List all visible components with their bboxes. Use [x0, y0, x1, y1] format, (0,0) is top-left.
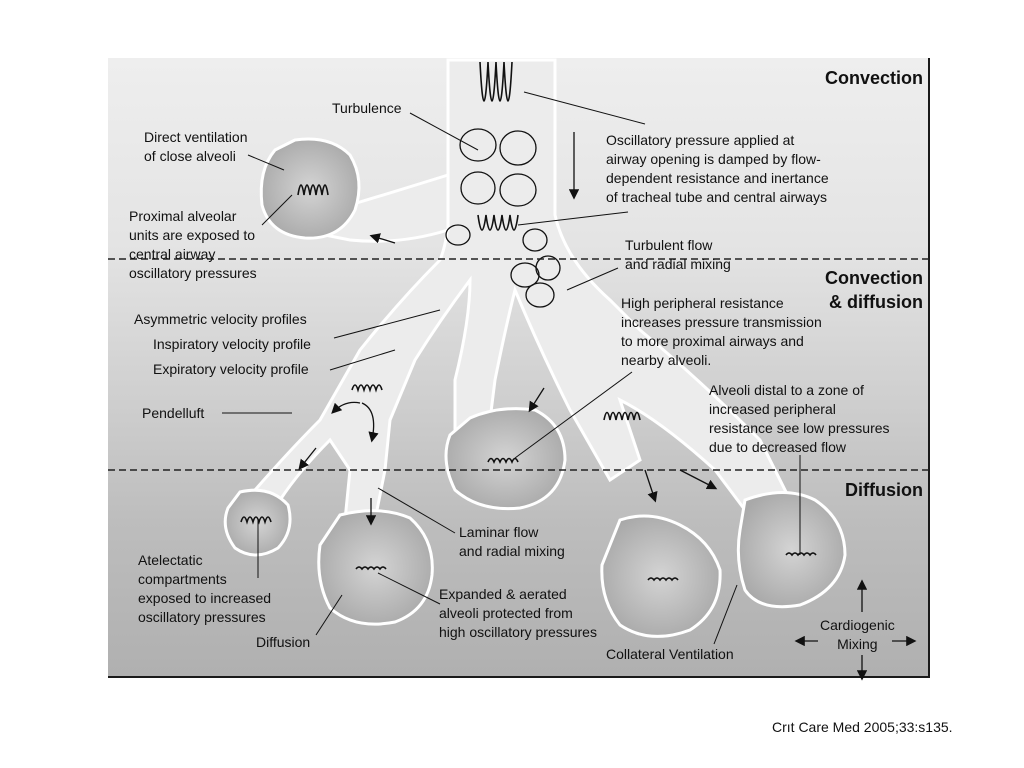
arrow-left-upper — [369, 233, 396, 244]
leader-lines — [222, 91, 801, 645]
label-turbulence: Turbulence — [332, 100, 402, 116]
label-collateral-ventilation: Collateral Ventilation — [606, 646, 734, 662]
wave-alveolus-center — [487, 457, 519, 465]
arrow-left-branch — [298, 447, 317, 471]
wave-trachea-top — [479, 61, 513, 102]
label-inspiratory-velocity: Inspiratory velocity profile — [153, 336, 311, 352]
label-asymmetric-velocity: Asymmetric velocity profiles — [134, 311, 307, 327]
alveolus-upper-left — [259, 137, 361, 240]
flow-arrows — [298, 132, 917, 681]
wave-lower-right-1 — [647, 577, 679, 582]
alveolus-lower-right-1 — [600, 514, 722, 638]
label-high-peripheral: High peripheral resistance increases pre… — [621, 295, 822, 368]
label-oscillatory-pressure: Oscillatory pressure applied at airway o… — [606, 132, 829, 205]
label-alveoli-distal: Alveoli distal to a zone of increased pe… — [709, 382, 890, 455]
trachea — [252, 58, 792, 533]
wave-lower-right-2 — [785, 552, 817, 557]
label-diffusion: Diffusion — [256, 634, 311, 650]
zone-title-convection: Convection — [824, 68, 923, 88]
arrow-lower-right — [679, 469, 718, 490]
zone-dividers — [108, 258, 930, 471]
wave-alveolus-upper-left — [297, 184, 329, 196]
label-proximal-alveolar: Proximal alveolar units are exposed to c… — [129, 208, 257, 281]
label-pendelluft: Pendelluft — [142, 405, 205, 421]
wave-trachea-bottom — [477, 214, 519, 231]
label-expanded-aerated: Expanded & aerated alveoli protected fro… — [439, 586, 597, 640]
label-laminar-flow: Laminar flow and radial mixing — [459, 524, 565, 559]
turbulence-loops — [445, 128, 561, 308]
oscillation-waves — [240, 61, 817, 582]
wave-branch-right — [603, 411, 641, 421]
citation: Crıt Care Med 2005;33:s135. — [772, 719, 953, 735]
zone-title-convection-diffusion: Convection & diffusion — [824, 268, 923, 312]
alveolus-lower-right-2 — [736, 491, 847, 609]
wave-atelectatic — [240, 516, 272, 525]
label-cardiogenic-mixing: Cardiogenic Mixing — [820, 617, 895, 652]
label-atelectatic: Atelectatic compartments exposed to incr… — [138, 552, 272, 625]
label-expiratory-velocity: Expiratory velocity profile — [153, 361, 309, 377]
label-turbulent-flow: Turbulent flow and radial mixing — [625, 237, 731, 272]
wave-expanded — [355, 566, 387, 571]
arrow-pendelluft-left — [331, 401, 361, 414]
zone-title-diffusion: Diffusion — [845, 480, 923, 500]
alveolus-center — [444, 407, 567, 511]
label-direct-ventilation: Direct ventilation of close alveoli — [144, 129, 248, 164]
arrow-lower-down — [644, 469, 658, 503]
wave-branch-left — [351, 384, 383, 393]
arrow-center-down — [528, 387, 545, 413]
arrow-pendelluft-down — [361, 402, 379, 443]
